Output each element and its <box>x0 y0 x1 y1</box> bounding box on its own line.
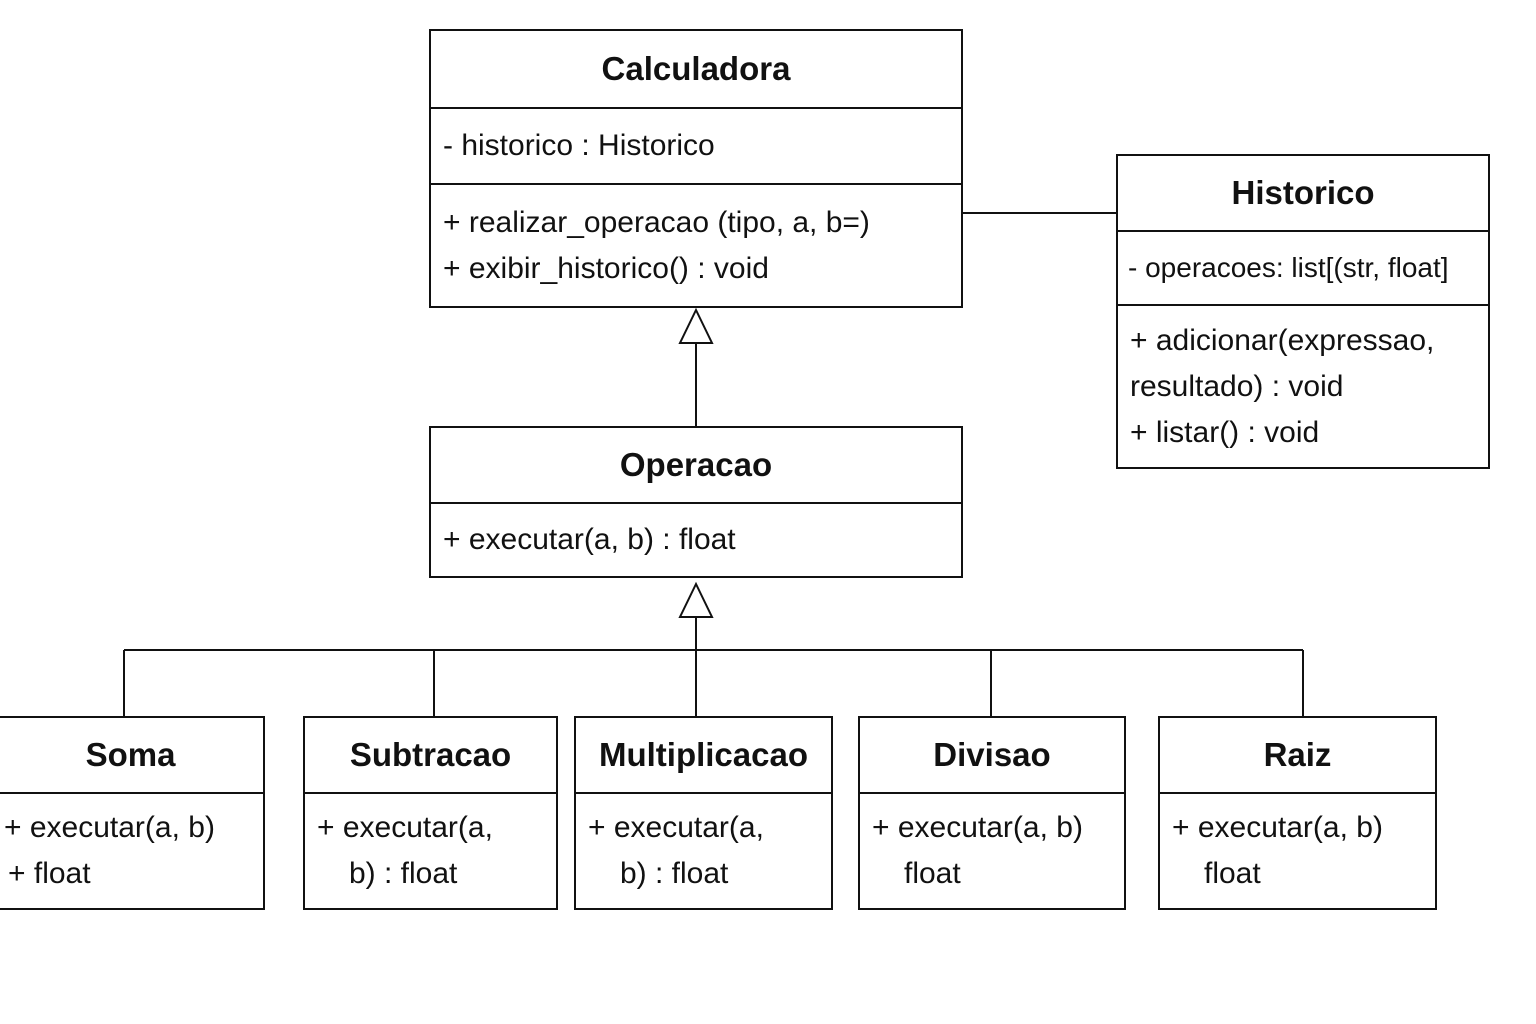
generalization-arrowhead-operacao <box>678 581 714 618</box>
method-listar: + listar() : void <box>1130 415 1320 449</box>
method-executar: + executar(a, b) : float <box>443 523 736 556</box>
method-exibir-historico: + exibir_historico() : void <box>443 251 769 285</box>
methods-multiplicacao: + executar(a, b) : float <box>576 792 831 908</box>
methods-historico: + adicionar(expressao, resultado) : void… <box>1118 304 1488 467</box>
attribute-operacoes: - operacoes: list[(str, float] <box>1128 252 1449 283</box>
method-realizar-operacao: + realizar_operacao (tipo, a, b=) <box>443 205 870 239</box>
class-name-calculadora: Calculadora <box>601 50 791 87</box>
class-name-historico: Historico <box>1231 174 1375 211</box>
method-executar: + executar(a, b) <box>872 811 1083 844</box>
class-divisao: Divisao + executar(a, b) float <box>858 716 1126 910</box>
method-return-type: + float <box>8 857 91 890</box>
attributes-historico: - operacoes: list[(str, float] <box>1118 230 1488 304</box>
class-calculadora: Calculadora - historico : Historico + re… <box>429 29 963 308</box>
method-return-type: b) : float <box>349 857 458 890</box>
generalization-arrowhead-calculadora <box>678 307 714 344</box>
method-executar: + executar(a, b) <box>1172 811 1383 844</box>
class-name-multiplicacao: Multiplicacao <box>598 736 809 773</box>
methods-divisao: + executar(a, b) float <box>860 792 1124 908</box>
class-multiplicacao: Multiplicacao + executar(a, b) : float <box>574 716 833 910</box>
class-subtracao: Subtracao + executar(a, b) : float <box>303 716 558 910</box>
methods-subtracao: + executar(a, b) : float <box>305 792 556 908</box>
method-return-type: float <box>1204 857 1261 890</box>
method-executar: + executar(a, <box>588 811 764 844</box>
method-return-type: b) : float <box>620 857 729 890</box>
method-return-type: float <box>904 857 961 890</box>
attribute-historico: - historico : Historico <box>443 129 715 162</box>
method-adicionar: + adicionar(expressao, resultado) : void <box>1130 323 1435 403</box>
class-name-operacao: Operacao <box>619 446 773 483</box>
methods-raiz: + executar(a, b) float <box>1160 792 1435 908</box>
class-name-raiz: Raiz <box>1263 736 1332 773</box>
class-name-subtracao: Subtracao <box>349 736 512 773</box>
class-historico: Historico - operacoes: list[(str, float]… <box>1116 154 1490 469</box>
class-raiz: Raiz + executar(a, b) float <box>1158 716 1437 910</box>
method-executar: + executar(a, <box>317 811 493 844</box>
attributes-calculadora: - historico : Historico <box>431 107 961 183</box>
methods-soma: + executar(a, b) + float <box>0 792 263 908</box>
class-name-soma: Soma <box>85 736 176 773</box>
methods-calculadora: + realizar_operacao (tipo, a, b=) + exib… <box>431 183 961 306</box>
class-soma: Soma + executar(a, b) + float <box>0 716 265 910</box>
method-executar: + executar(a, b) <box>4 811 215 844</box>
class-operacao: Operacao + executar(a, b) : float <box>429 426 963 578</box>
class-name-divisao: Divisao <box>933 736 1051 773</box>
methods-operacao: + executar(a, b) : float <box>431 502 961 576</box>
